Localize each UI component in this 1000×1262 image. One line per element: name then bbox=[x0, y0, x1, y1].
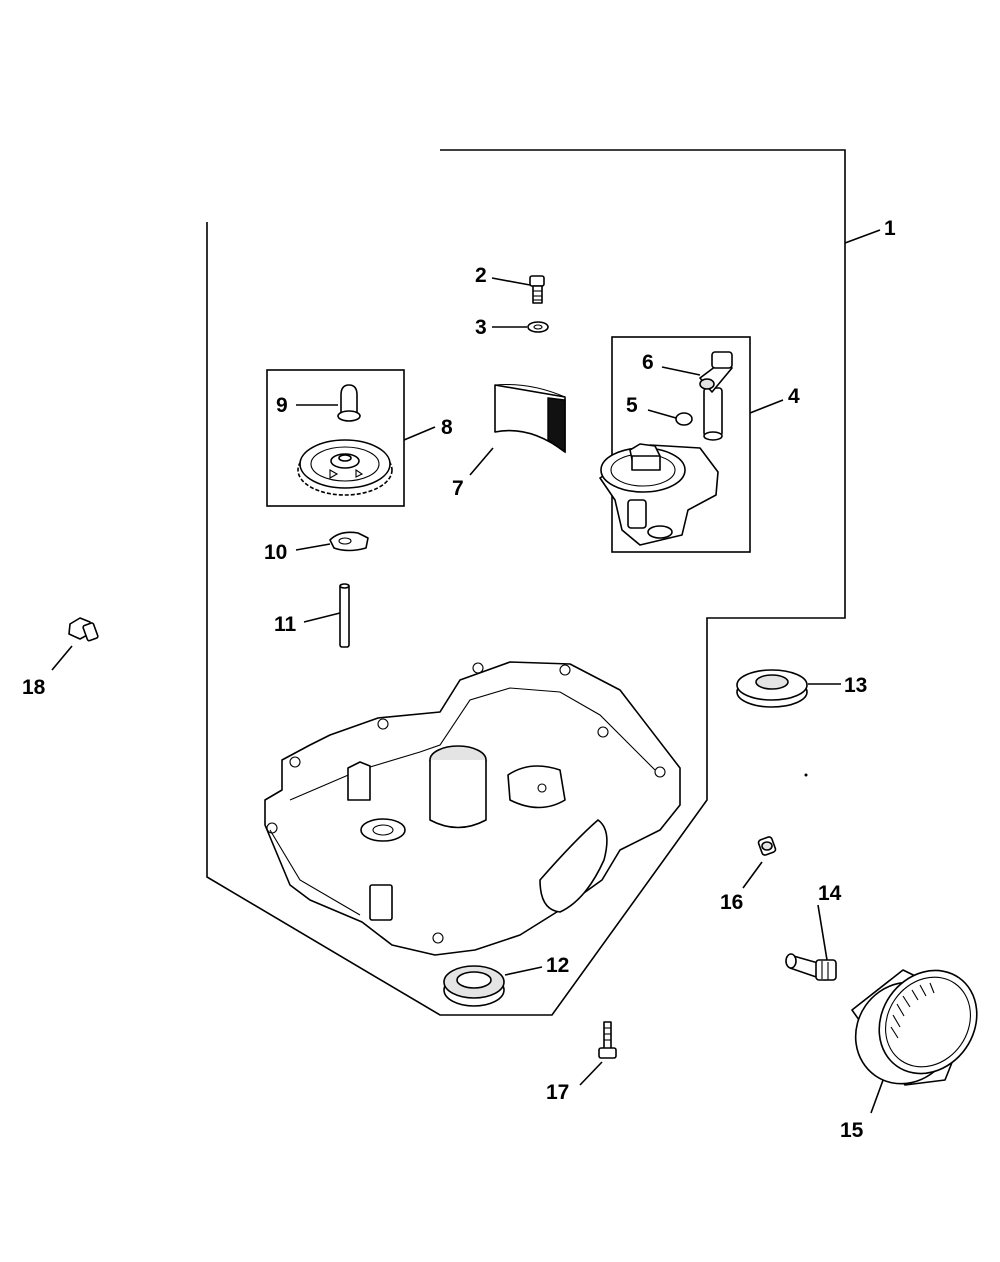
part-6-pickup-tube bbox=[699, 351, 733, 441]
part-16-plug bbox=[757, 836, 777, 856]
callout-15: 15 bbox=[840, 1119, 864, 1142]
part-9-pin bbox=[337, 384, 361, 422]
callout-11: 11 bbox=[274, 613, 297, 636]
group-box-4 bbox=[611, 336, 751, 553]
group-box-8 bbox=[266, 369, 405, 507]
callout-9: 9 bbox=[276, 394, 288, 417]
callout-4: 4 bbox=[788, 385, 800, 408]
oil-pan-casting bbox=[264, 661, 681, 956]
part-18-drain-plug bbox=[68, 617, 99, 642]
part-10-washer bbox=[329, 531, 369, 552]
part-17-bolt bbox=[598, 1021, 617, 1059]
callout-7: 7 bbox=[452, 477, 464, 500]
callout-12: 12 bbox=[546, 954, 570, 977]
callout-3: 3 bbox=[475, 316, 487, 339]
part-2-bolt bbox=[529, 275, 545, 304]
part-11-shaft bbox=[339, 583, 350, 648]
part-15-oil-filter bbox=[851, 969, 978, 1086]
part-4-oil-pump bbox=[599, 443, 719, 546]
callout-5: 5 bbox=[626, 394, 638, 417]
callout-10: 10 bbox=[264, 541, 288, 564]
callout-18: 18 bbox=[22, 676, 46, 699]
assembly-1-group-outline bbox=[206, 149, 846, 1016]
part-13-washer bbox=[736, 669, 808, 708]
callout-17: 17 bbox=[546, 1081, 570, 1104]
stray-dot bbox=[804, 773, 808, 777]
callout-6: 6 bbox=[642, 351, 654, 374]
callout-8: 8 bbox=[441, 416, 453, 439]
part-5-o-ring bbox=[675, 412, 693, 426]
part-7-bearing bbox=[494, 384, 566, 454]
callout-2: 2 bbox=[475, 264, 487, 287]
part-3-washer bbox=[527, 321, 549, 333]
leader-lines bbox=[51, 229, 887, 1114]
callout-14: 14 bbox=[818, 882, 842, 905]
part-14-adapter bbox=[785, 953, 837, 981]
callout-1: 1 bbox=[884, 217, 896, 240]
part-12-oil-seal bbox=[443, 965, 505, 1007]
part-8-gear bbox=[297, 439, 393, 496]
callout-16: 16 bbox=[720, 891, 744, 914]
callout-13: 13 bbox=[844, 674, 868, 697]
